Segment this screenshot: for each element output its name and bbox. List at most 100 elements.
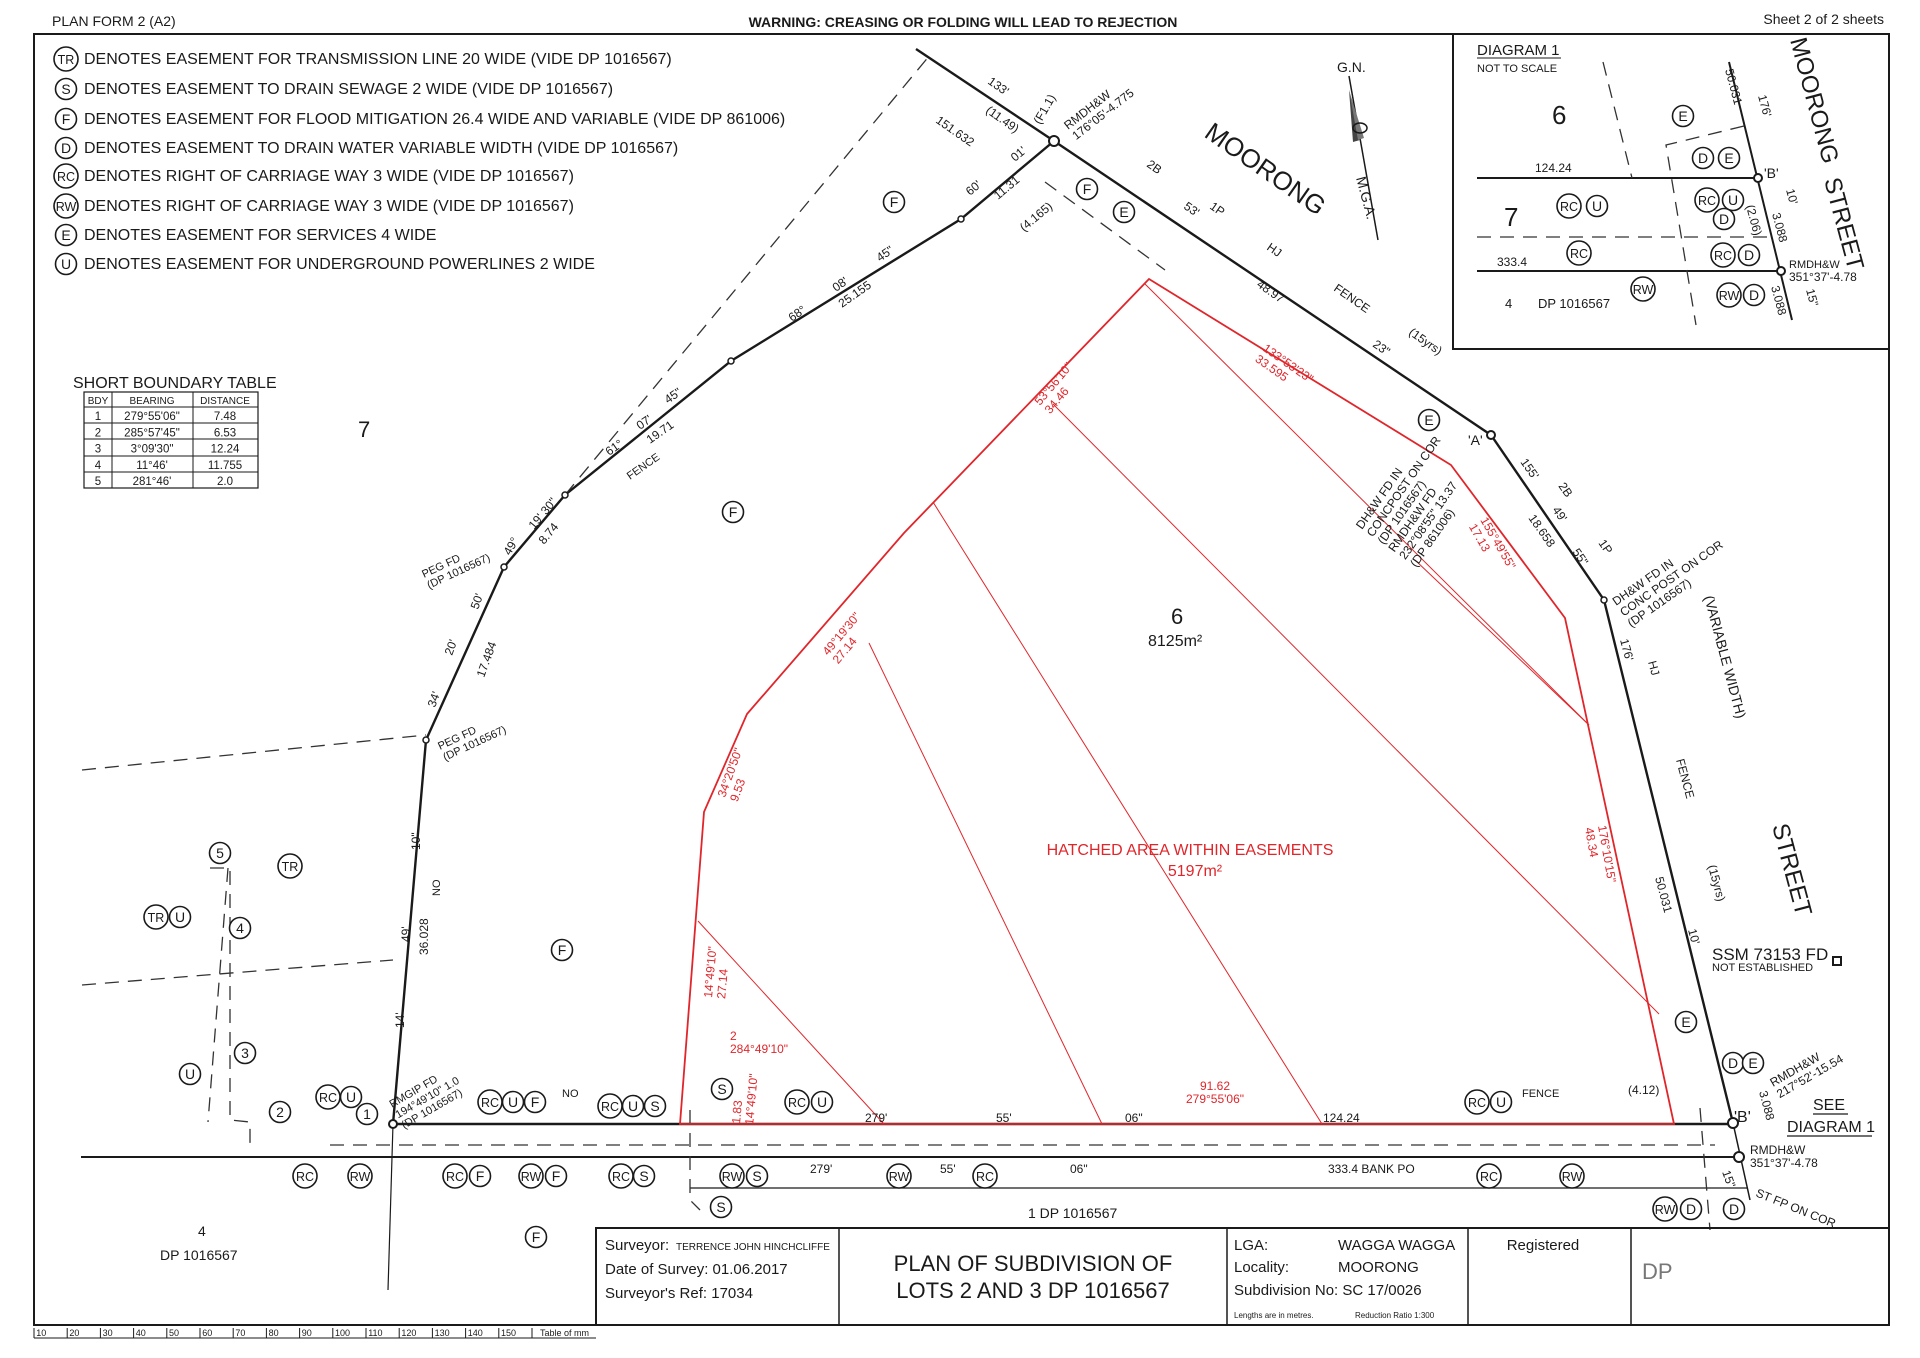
easement-marker-icon: E (1674, 1010, 1698, 1034)
marker-code: RW (1562, 1170, 1583, 1184)
marker-code: S (752, 1168, 761, 1184)
easement-marker-icon: U (168, 905, 192, 929)
boundary-annotation: 01' (1008, 144, 1029, 165)
marker-code: F (552, 1168, 561, 1184)
marker-code: E (1724, 150, 1733, 166)
boundary-annotation: 8125m² (1148, 633, 1203, 650)
table-header: BDY (88, 396, 109, 407)
easement-annotation: 49°19'30"27.14 (820, 610, 874, 667)
legend-code-icon: F (54, 107, 78, 131)
boundary-annotation: ST FP ON COR (1754, 1186, 1838, 1231)
legend-item-text: DENOTES RIGHT OF CARRIAGE WAY 3 WIDE (VI… (84, 168, 574, 185)
diagram-1-marker-icon: U (1721, 188, 1745, 212)
boundary-annotation: 4 (198, 1223, 206, 1239)
sheet-number: Sheet 2 of 2 sheets (1763, 11, 1884, 27)
diagram-1-marker-icon: D (1712, 207, 1736, 231)
marker-code: U (175, 909, 185, 925)
boundary-annotation: 6 (1171, 604, 1183, 629)
easement-marker-icon: TR (143, 904, 169, 930)
scale-tick-label: 140 (468, 1328, 483, 1338)
boundary-annotation: 'B' (1734, 1109, 1751, 1126)
boundary-annotation: (4.12) (1628, 1083, 1659, 1097)
marker-code: S (716, 1199, 725, 1215)
boundary-annotation: 2B (1144, 157, 1164, 177)
boundary-annotation: 1P (1596, 537, 1616, 557)
marker-code: U (61, 256, 71, 272)
boundary-annotation: (15yrs) (1705, 863, 1728, 903)
legend-code-icon: TR (53, 46, 79, 72)
north-gn-label: G.N. (1337, 59, 1366, 75)
marker-code: E (1678, 108, 1687, 124)
surveyor-ref: Surveyor's Ref: 17034 (605, 1285, 753, 1302)
boundary-annotation: PEG FD(DP 1016567) (436, 713, 508, 764)
easement-marker-icon: D (1722, 1197, 1746, 1221)
warning-text: WARNING: CREASING OR FOLDING WILL LEAD T… (749, 14, 1178, 30)
diagram-1-label: 333.4 (1497, 255, 1527, 269)
legend-code-icon: S (54, 77, 78, 101)
easement-annotation: HATCHED AREA WITHIN EASEMENTS (1047, 842, 1334, 859)
boundary-annotation: 49' (399, 926, 413, 942)
registered-label: Registered (1507, 1237, 1580, 1254)
boundary-annotation: 15" (1719, 1168, 1738, 1189)
marker-code: RW (521, 1170, 542, 1184)
marker-code: D (1698, 150, 1708, 166)
boundary-annotation: FENCE (1673, 757, 1697, 800)
legend-code-icon: E (54, 223, 78, 247)
easement-marker-icon: E (1112, 200, 1136, 224)
diagram-1-marker-icon: RC (1694, 187, 1720, 213)
diagram-1-marker-icon: U (1585, 194, 1609, 218)
marker-code: D (61, 140, 71, 156)
boundary-annotation: 279' (865, 1111, 887, 1125)
legend-item-text: DENOTES EASEMENT FOR SERVICES 4 WIDE (84, 227, 436, 244)
lga-label: LGA: (1234, 1237, 1268, 1254)
easement-marker-icon: RW (518, 1163, 544, 1189)
table-cell: 1 (95, 411, 101, 423)
boundary-annotation: 06" (1070, 1162, 1088, 1176)
marker-code: RC (1698, 194, 1716, 208)
boundary-annotation: PEG FD(DP 1016567) (420, 541, 492, 592)
table-cell: 2 (95, 427, 101, 439)
short-boundary-number-icon: 5 (208, 841, 232, 865)
title-block: Surveyor: TERRENCE JOHN HINCHCLIFFE Date… (595, 1227, 1890, 1326)
diagram-1-label: NOT TO SCALE (1477, 63, 1557, 75)
short-boundary-number-icon: 1 (355, 1102, 379, 1126)
diagram-1-label: 'B' (1764, 165, 1779, 181)
legend-item-text: DENOTES EASEMENT FOR TRANSMISSION LINE 2… (84, 51, 672, 68)
marker-code: RC (1468, 1096, 1486, 1110)
table-cell: 11°46' (136, 460, 168, 472)
legend-item-text: DENOTES RIGHT OF CARRIAGE WAY 3 WIDE (VI… (84, 198, 574, 215)
boundary-annotation: 10" (409, 832, 423, 850)
easement-marker-icon: F (544, 1164, 568, 1188)
legend-item-text: DENOTES EASEMENT FOR FLOOD MITIGATION 26… (84, 111, 785, 128)
boundary-annotation: 1P (1207, 199, 1227, 219)
easement-legend: TR DENOTES EASEMENT FOR TRANSMISSION LINE… (53, 46, 785, 276)
legend-code-icon: RW (53, 193, 79, 219)
easement-marker-icon: RC (597, 1093, 623, 1119)
plan-form-label: PLAN FORM 2 (A2) (52, 13, 176, 29)
boundary-annotation: 2B (1556, 480, 1576, 500)
boundary-annotation: RMGIP FD194°49'10" 1.0(DP 1016567) (388, 1064, 468, 1131)
scale-tick-label: 150 (501, 1328, 516, 1338)
boundary-annotation: RMDH&W176°05'-4.775 (1061, 75, 1137, 142)
boundary-annotation: 14' (393, 1012, 407, 1028)
boundary-annotation: 176' (1617, 637, 1636, 662)
scale-tick-label: 110 (368, 1328, 382, 1338)
marker-code: RW (1655, 1203, 1676, 1217)
surveyor-name: TERRENCE JOHN HINCHCLIFFE (676, 1242, 830, 1253)
legend-code-icon: RC (53, 163, 79, 189)
marker-code: RC (319, 1091, 337, 1105)
diagram-1-label: 351°37'-4.78 (1789, 270, 1857, 284)
diagram-1-label: MOORONG (1784, 35, 1844, 167)
table-cell: 281°46' (133, 476, 172, 488)
table-cell: 3°09'30" (131, 444, 174, 456)
marker-code: F (1083, 181, 1092, 197)
marker-code: RW (1633, 283, 1654, 297)
marker-code: F (532, 1229, 541, 1245)
marker-code: D (1719, 211, 1729, 227)
easement-marker-icon: RC (315, 1084, 341, 1110)
easement-marker-icon: F (721, 500, 745, 524)
plan-title-line-2: LOTS 2 AND 3 DP 1016567 (896, 1278, 1170, 1303)
diagram-1-marker-icon: RW (1716, 282, 1742, 308)
